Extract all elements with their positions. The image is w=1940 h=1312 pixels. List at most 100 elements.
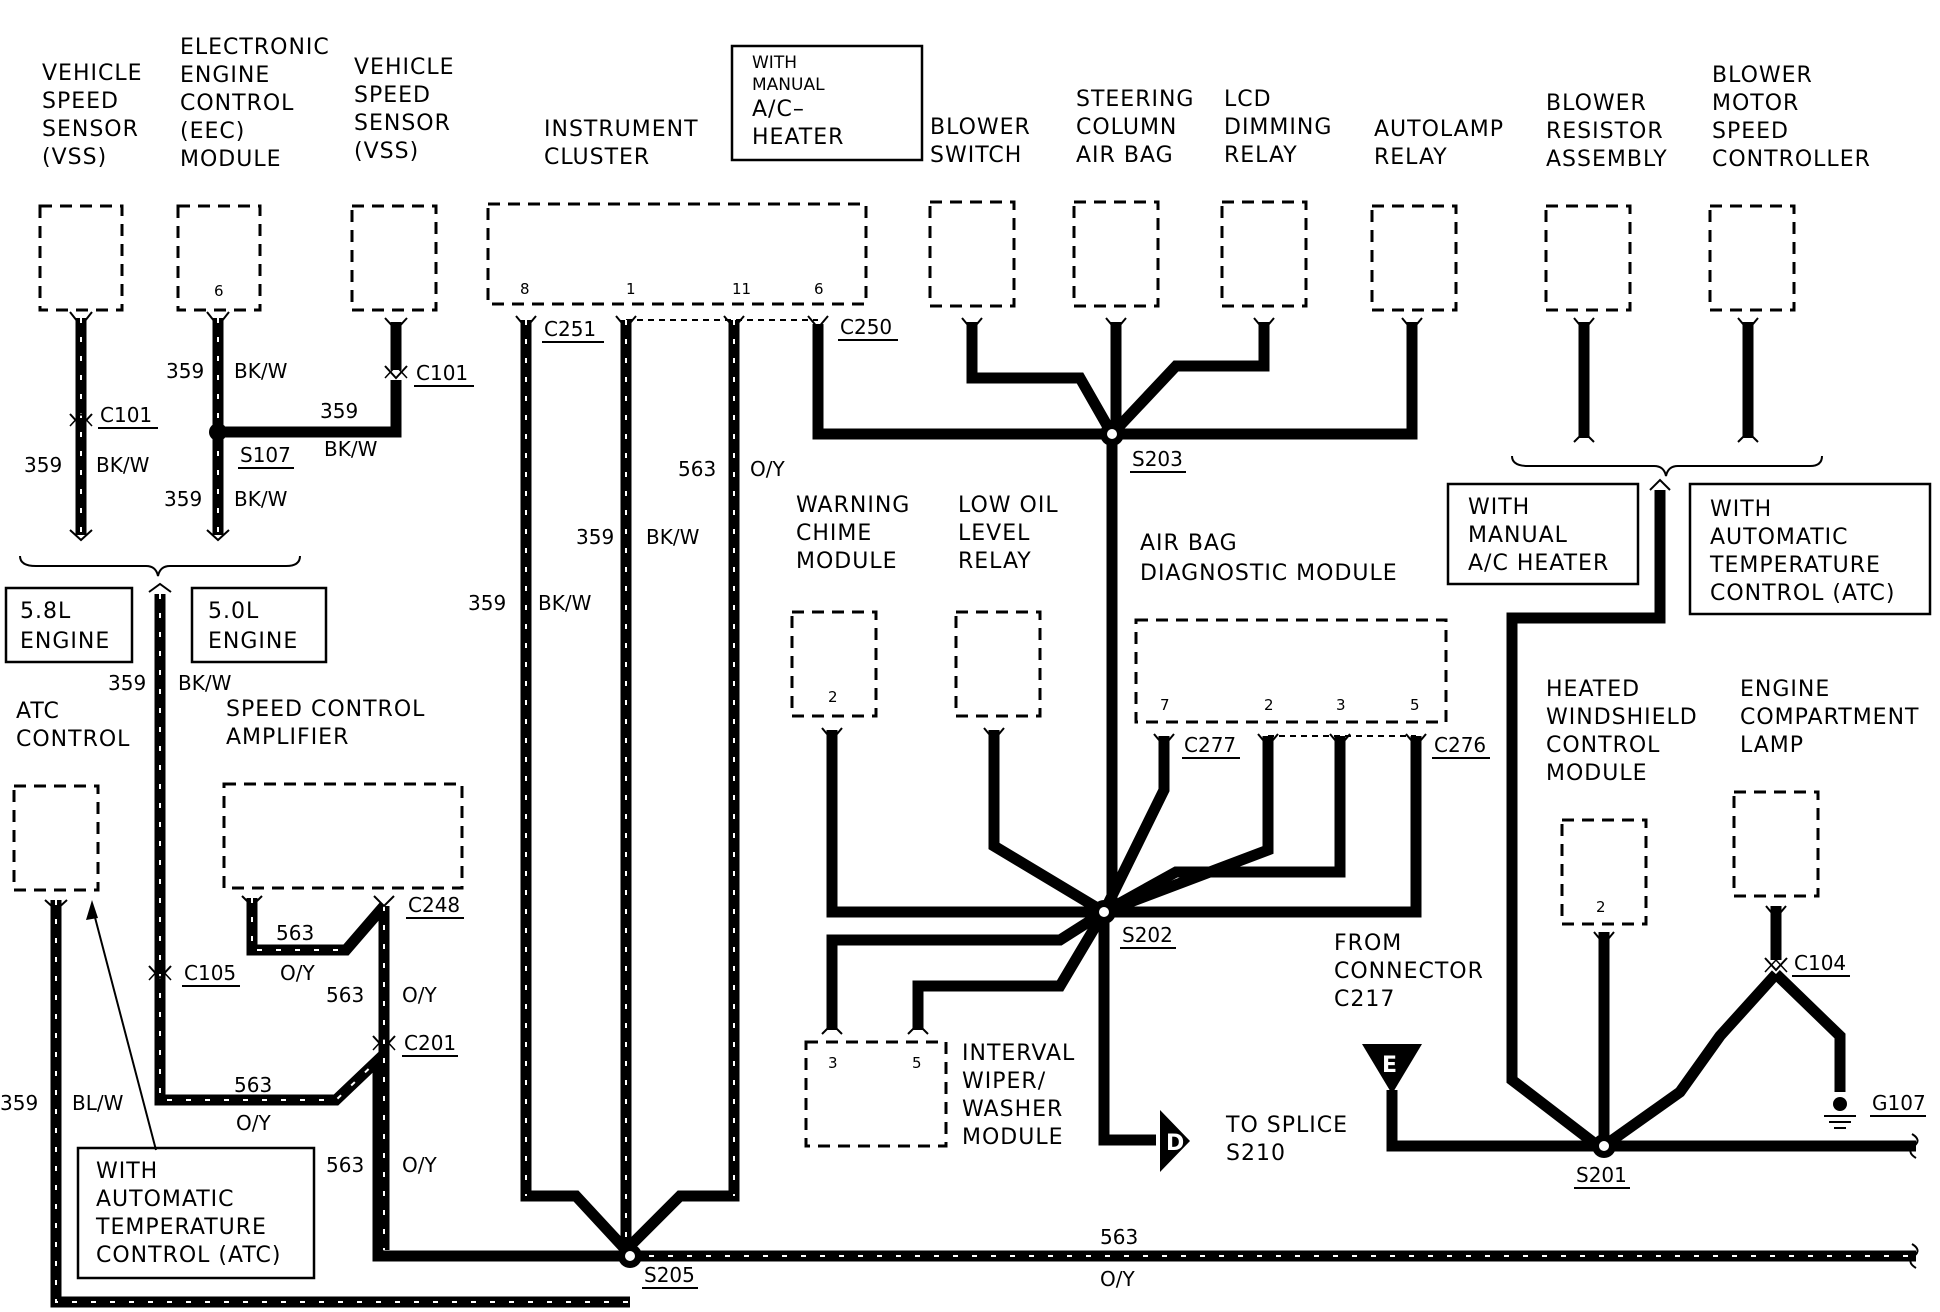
svg-text:STEERING: STEERING xyxy=(1076,87,1194,112)
svg-text:SENSOR: SENSOR xyxy=(354,111,451,136)
svg-text:S205: S205 xyxy=(644,1263,695,1287)
svg-text:CONTROL: CONTROL xyxy=(180,91,294,116)
connector-c101-left: C101 xyxy=(100,403,152,427)
svg-text:CONTROL (ATC): CONTROL (ATC) xyxy=(1710,581,1895,606)
svg-text:RELAY: RELAY xyxy=(1224,143,1298,168)
svg-text:D: D xyxy=(1166,1131,1184,1156)
splice-e-symbol xyxy=(1362,1044,1422,1094)
brace-right xyxy=(1511,455,1823,477)
svg-text:359: 359 xyxy=(576,525,614,549)
label-autolamp-relay: AUTOLAMP RELAY xyxy=(1374,117,1504,170)
svg-text:AMPLIFIER: AMPLIFIER xyxy=(226,725,349,750)
speed-control-amplifier-box xyxy=(222,782,464,890)
svg-text:563: 563 xyxy=(1100,1225,1138,1249)
svg-text:O/Y: O/Y xyxy=(236,1111,271,1135)
wire-cluster-8 xyxy=(520,320,631,1254)
svg-text:S210: S210 xyxy=(1226,1141,1286,1166)
pin-cluster-8: 8 xyxy=(520,280,530,298)
label-low-oil-level-relay: LOW OIL LEVEL RELAY xyxy=(958,493,1059,574)
warning-chime-box xyxy=(790,610,878,718)
heated-windshield-box xyxy=(1560,818,1648,926)
svg-text:MANUAL: MANUAL xyxy=(752,75,825,95)
svg-text:TEMPERATURE: TEMPERATURE xyxy=(1709,553,1881,578)
svg-text:2: 2 xyxy=(1264,696,1274,714)
svg-text:LOW OIL: LOW OIL xyxy=(958,493,1059,518)
svg-text:DIMMING: DIMMING xyxy=(1224,115,1332,140)
svg-text:359: 359 xyxy=(164,487,202,511)
connector-c105-fork xyxy=(148,965,172,980)
label-eec-module: ELECTRONIC ENGINE CONTROL (EEC) MODULE xyxy=(180,35,330,172)
label-interval-wiper-module: INTERVAL WIPER/ WASHER MODULE xyxy=(962,1041,1074,1150)
svg-text:AIR BAG: AIR BAG xyxy=(1076,143,1174,168)
svg-text:BK/W: BK/W xyxy=(178,671,232,695)
label-from-connector-c217: FROM CONNECTOR C217 xyxy=(1334,931,1483,1012)
svg-text:S201: S201 xyxy=(1576,1163,1627,1187)
wires-s203 xyxy=(812,322,1418,916)
svg-text:ENGINE: ENGINE xyxy=(1740,677,1830,702)
svg-text:WINDSHIELD: WINDSHIELD xyxy=(1546,705,1698,730)
svg-text:ATC: ATC xyxy=(16,699,60,724)
pin-cluster-11: 11 xyxy=(732,280,751,298)
svg-text:O/Y: O/Y xyxy=(402,983,437,1007)
steering-air-bag-box xyxy=(1072,200,1160,308)
svg-text:563: 563 xyxy=(276,921,314,945)
svg-text:G107: G107 xyxy=(1872,1091,1926,1115)
brace-left xyxy=(19,555,301,577)
svg-text:LAMP: LAMP xyxy=(1740,733,1804,758)
label-lcd-dimming-relay: LCD DIMMING RELAY xyxy=(1224,87,1332,168)
svg-text:SPEED CONTROL: SPEED CONTROL xyxy=(226,697,425,722)
svg-text:ENGINE: ENGINE xyxy=(20,629,110,654)
splice-s107-label: S107 xyxy=(240,443,291,467)
svg-text:LCD: LCD xyxy=(1224,87,1272,112)
svg-text:AUTOLAMP: AUTOLAMP xyxy=(1374,117,1504,142)
pin-eec-6: 6 xyxy=(214,282,224,300)
svg-text:BK/W: BK/W xyxy=(324,437,378,461)
svg-text:WASHER: WASHER xyxy=(962,1097,1063,1122)
ground-g107 xyxy=(1824,1097,1856,1129)
wire-359-blw-atc xyxy=(50,900,630,1308)
svg-text:BL/W: BL/W xyxy=(72,1091,124,1115)
svg-text:359: 359 xyxy=(166,359,204,383)
svg-text:BLOWER: BLOWER xyxy=(930,115,1031,140)
svg-text:A/C HEATER: A/C HEATER xyxy=(1468,551,1609,576)
svg-text:5.8L: 5.8L xyxy=(20,599,71,624)
note-with-atc-left: WITH AUTOMATIC TEMPERATURE CONTROL (ATC) xyxy=(76,1146,316,1280)
air-bag-diagnostic-box xyxy=(1134,618,1448,724)
svg-text:INSTRUMENT: INSTRUMENT xyxy=(544,117,699,142)
engine-lamp-box xyxy=(1732,790,1820,898)
svg-text:ELECTRONIC: ELECTRONIC xyxy=(180,35,330,60)
svg-text:5: 5 xyxy=(912,1054,922,1072)
svg-text:O/Y: O/Y xyxy=(1100,1267,1135,1291)
svg-text:WITH: WITH xyxy=(96,1159,158,1184)
svg-text:SENSOR: SENSOR xyxy=(42,117,139,142)
svg-text:C251: C251 xyxy=(544,317,596,341)
svg-text:AUTOMATIC: AUTOMATIC xyxy=(1710,525,1849,550)
svg-text:MODULE: MODULE xyxy=(962,1125,1064,1150)
svg-text:CHIME: CHIME xyxy=(796,521,872,546)
svg-text:WITH: WITH xyxy=(752,53,797,73)
svg-text:BLOWER: BLOWER xyxy=(1546,91,1647,116)
svg-text:COMPARTMENT: COMPARTMENT xyxy=(1740,705,1919,730)
svg-text:563: 563 xyxy=(234,1073,272,1097)
label-atc-control: ATC CONTROL xyxy=(16,699,129,752)
svg-text:5.0L: 5.0L xyxy=(208,599,259,624)
svg-text:VEHICLE: VEHICLE xyxy=(42,61,143,86)
svg-text:O/Y: O/Y xyxy=(750,457,785,481)
svg-text:C217: C217 xyxy=(1334,987,1395,1012)
svg-text:RESISTOR: RESISTOR xyxy=(1546,119,1664,144)
svg-text:BLOWER: BLOWER xyxy=(1712,63,1813,88)
pin-cluster-1: 1 xyxy=(626,280,636,298)
wire-cluster-11 xyxy=(622,320,740,1254)
label-blower-resistor: BLOWER RESISTOR ASSEMBLY xyxy=(1546,91,1667,172)
svg-text:BK/W: BK/W xyxy=(646,525,700,549)
svg-text:7: 7 xyxy=(1160,696,1170,714)
svg-text:WARNING: WARNING xyxy=(796,493,910,518)
svg-text:VEHICLE: VEHICLE xyxy=(354,55,455,80)
svg-text:563: 563 xyxy=(326,983,364,1007)
svg-text:SPEED: SPEED xyxy=(1712,119,1789,144)
eec-module-box xyxy=(176,204,262,312)
svg-text:MODULE: MODULE xyxy=(180,147,282,172)
label-instrument-cluster: INSTRUMENT CLUSTER xyxy=(544,117,699,170)
svg-text:C276: C276 xyxy=(1434,733,1486,757)
